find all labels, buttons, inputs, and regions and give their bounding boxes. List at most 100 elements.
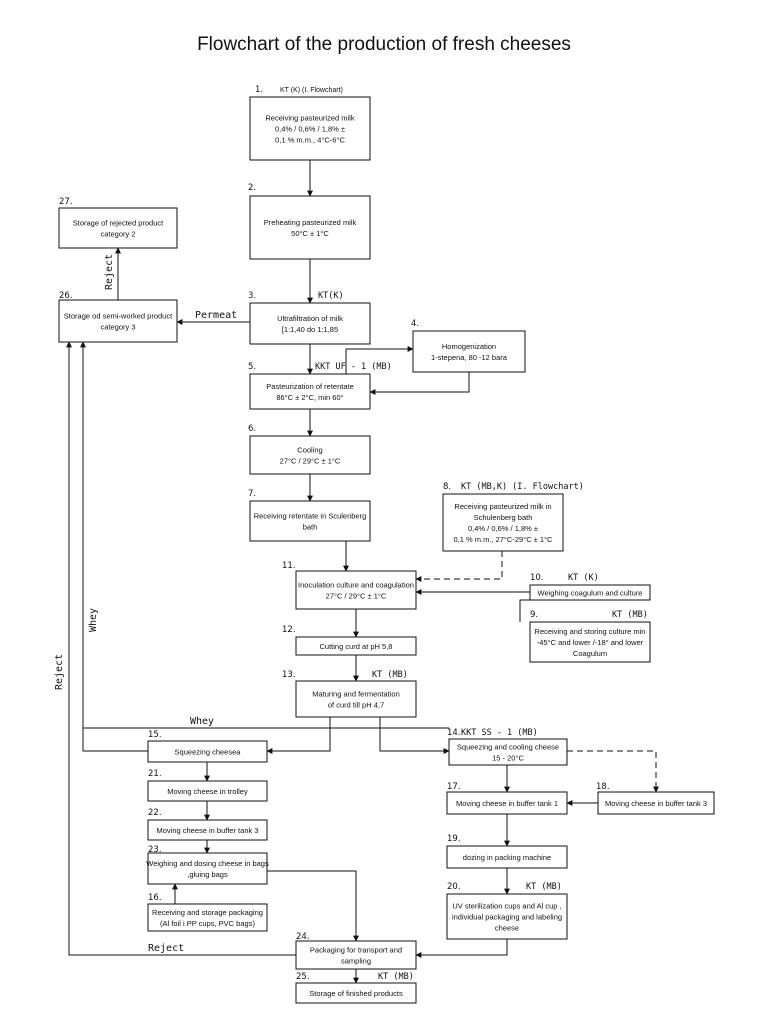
process-box-17: Moving cheese in buffer tank 117. <box>446 782 568 815</box>
step-number: 16. <box>148 893 162 903</box>
box-text-line: 15 - 20°C <box>492 754 524 763</box>
box-text-line: Receiving and storage packaging <box>152 908 263 917</box>
step-number: 10. <box>530 573 544 583</box>
box-frame <box>597 791 715 815</box>
box-text-line: UV sterilization cups and Al cup , <box>452 902 561 911</box>
box-frame <box>249 500 371 542</box>
box-text-line: Squeezing and cooling cheese <box>457 743 559 752</box>
flow-connector <box>415 939 508 958</box>
box-frame <box>446 791 568 815</box>
process-box-5: Pasteurization of retentate 86°C ± 2°C, m… <box>248 362 392 410</box>
box-frame <box>295 680 417 718</box>
flow-label-permeat: Permeat <box>195 310 237 321</box>
box-text-line: individual packaging and labeling <box>452 913 562 922</box>
box-text-line: Maturing and fermentation <box>312 690 400 699</box>
box-text-line: Moving cheese in buffer tank 3 <box>156 826 258 835</box>
flow-label-reject-bottom: Reject <box>148 943 184 954</box>
box-text-line: 1-stepena, 80 -12 bara <box>431 353 508 362</box>
box-frame <box>529 621 651 663</box>
step-number: 13. <box>282 670 296 680</box>
box-text-line: 0,1 % m.m., 27°C-29°C ± 1°C <box>454 535 554 544</box>
flow-connector <box>519 599 530 622</box>
box-text-line: -45°C and lower /-18° and lower <box>537 638 644 647</box>
control-point-tag: KT (MB,K) (I. Flowchart) <box>461 482 584 492</box>
step-number: 25. <box>296 972 310 982</box>
control-point-tag: KT (K) <box>568 573 599 583</box>
step-number: 26. <box>59 291 73 301</box>
box-text-line: Homogenization <box>442 342 496 351</box>
dashed-connector <box>415 551 503 582</box>
step-number: 18. <box>596 782 610 792</box>
box-text-line: sampling <box>341 957 371 966</box>
box-frame <box>446 845 568 869</box>
process-box-4: Homogenization 1-stepena, 80 -12 bara 4. <box>411 319 526 373</box>
box-text-line: Packaging for transport and <box>310 946 402 955</box>
step-number: 7. <box>248 489 256 499</box>
box-frame <box>147 852 268 885</box>
box-frame <box>147 780 268 802</box>
box-text-line: 27°C / 29°C ± 1°C <box>280 457 341 466</box>
flow-connector <box>267 870 359 942</box>
box-text-line: 0,1 % m.m., 4°C-6°C <box>275 136 345 145</box>
box-text-line: Coagulum <box>573 649 607 658</box>
box-text-line: Schulenberg bath <box>474 513 533 522</box>
step-number: 1. <box>255 85 263 95</box>
box-text-line: Inoculation culture and coagulation <box>298 581 414 590</box>
box-text-line: Weighing coagulum and culture <box>538 589 643 598</box>
box-text-line: 50°C ± 1°C <box>291 229 329 238</box>
box-text-line: category 2 <box>100 230 135 239</box>
box-frame <box>249 195 371 260</box>
box-text-line: Weighing and dosing cheese in bags <box>146 859 269 868</box>
control-point-tag: KT (K) (I. Flowchart) <box>280 87 343 94</box>
page-title: Flowchart of the production of fresh che… <box>197 34 571 55</box>
process-box-9: Receiving and storing culture min-45°C a… <box>529 610 651 663</box>
process-box-11: Inoculation culture and coagulation 27°C … <box>282 561 417 610</box>
step-number: 15. <box>148 730 162 740</box>
step-number: 4. <box>411 319 419 329</box>
box-text-line: ,gluing bags <box>187 870 228 879</box>
box-text-line: dozing in packing machine <box>463 853 551 862</box>
box-text-line: 86°C ± 2°C, min 60° <box>276 393 343 402</box>
box-text-line: 27°C / 29°C ± 1°C <box>326 592 387 601</box>
box-text-line: (Al foil i PP cups, PVC bags) <box>160 919 255 928</box>
flow-connector <box>379 717 450 754</box>
box-frame <box>249 435 371 475</box>
box-text-line: 0,4% / 0,6% / 1,8% ± <box>468 524 538 533</box>
box-text-line: Pasteurization of retentate <box>266 382 354 391</box>
step-number: 22. <box>148 808 162 818</box>
process-box-8: Receiving pasteurized milk inSchulenberg… <box>442 482 584 552</box>
connector-lines <box>66 160 659 984</box>
box-text-line: of curd till pH 4,7 <box>328 701 384 710</box>
process-box-10: Weighing coagulum and culture 10. KT (K) <box>529 573 651 601</box>
control-point-tag: KT (MB) <box>612 610 648 620</box>
box-frame <box>249 302 371 345</box>
box-text-line: Receiving pasteurized milk <box>265 114 354 123</box>
box-text-line: 0,4% / 0,6% / 1,8% ± <box>275 125 345 134</box>
step-number: 14. <box>447 728 461 738</box>
box-frame <box>58 299 178 343</box>
box-text-line: Ultrafiltration of milk <box>277 314 343 323</box>
flow-label-reject-top: Reject <box>104 254 115 290</box>
control-point-tag: KT (MB) <box>378 972 414 982</box>
step-number: 9. <box>530 610 538 620</box>
box-frame <box>58 207 178 249</box>
process-box-1: Receiving pasteurized milk 0,4% / 0,6% / … <box>249 85 371 161</box>
flow-connector <box>80 341 148 752</box>
step-number: 20. <box>447 882 461 892</box>
step-number: 2. <box>248 183 256 193</box>
box-frame <box>295 982 417 1004</box>
box-text-line: Moving cheese in trolley <box>167 787 248 796</box>
box-text-line: Moving cheese in buffer tank 3 <box>605 799 707 808</box>
flow-label-whey-vertical: Whey <box>88 608 99 632</box>
flow-label-reject-left: Reject <box>54 654 65 690</box>
box-text-line: Squeezing cheesea <box>175 748 242 757</box>
dashed-connector <box>567 750 659 793</box>
step-number: 11. <box>282 561 296 571</box>
flow-connector <box>66 341 296 956</box>
